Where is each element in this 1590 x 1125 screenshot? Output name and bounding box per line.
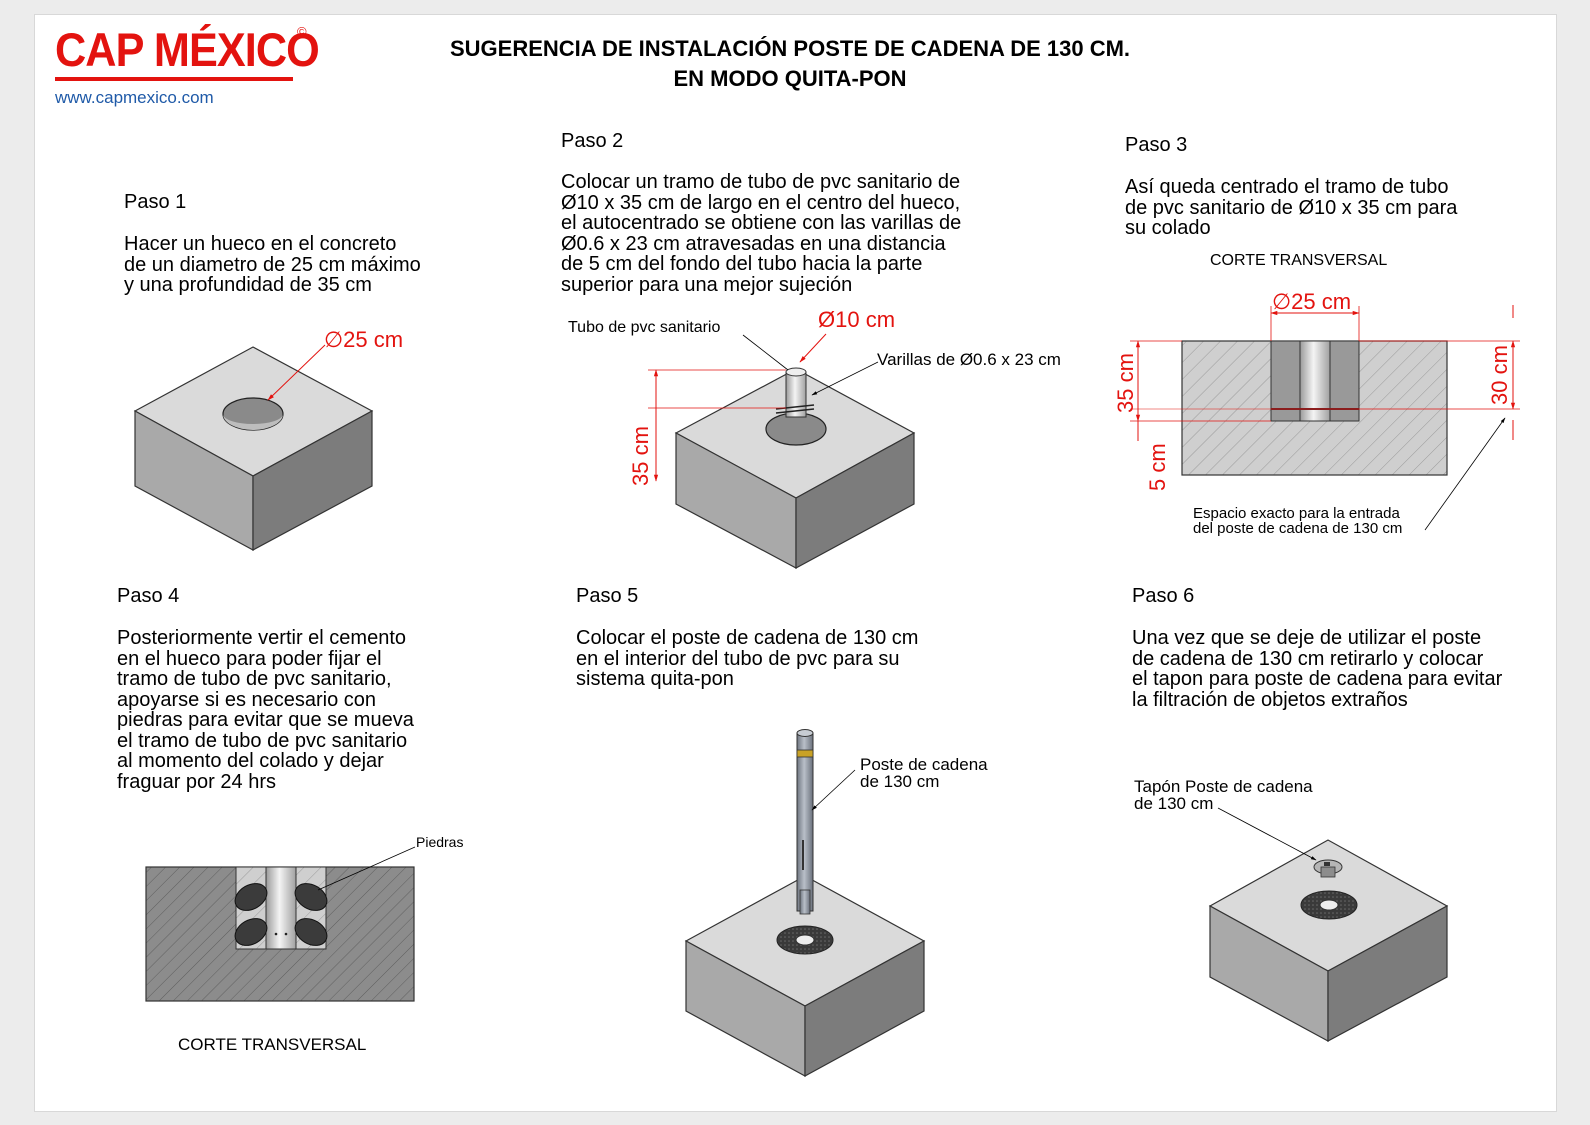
step1-text: Hacer un hueco en el concreto de un diam… [124, 233, 421, 296]
step3-diameter-label: ∅25 cm [1272, 289, 1352, 314]
step1-concrete-block [133, 344, 374, 552]
step4-cross-section [145, 846, 416, 1002]
step6-heading: Paso 6 [1132, 585, 1195, 607]
step5-text: Colocar el poste de cadena de 130 cm en … [576, 627, 919, 690]
brand-url: www.capmexico.com [55, 88, 214, 107]
diameter-icon: ∅ [1272, 289, 1292, 314]
step2-concrete-block [648, 333, 916, 570]
step6-cap-label: Tapón Poste de cadena de 130 cm [1134, 777, 1313, 813]
step1-diameter-label: ∅25 cm [324, 327, 404, 352]
step2-diameter-label: Ø10 cm [818, 307, 896, 332]
step4-stones-label: Piedras [416, 834, 464, 850]
step2-rods-label: Varillas de Ø0.6 x 23 cm [877, 350, 1061, 369]
step3-note-label: Espacio exacto para la entrada del poste… [1193, 505, 1403, 537]
step5-concrete-block [684, 729, 926, 1078]
step2-text: Colocar un tramo de tubo de pvc sanitari… [561, 171, 962, 296]
step3-cross-section [1130, 305, 1520, 531]
step3-text: Así queda centrado el tramo de tubo de p… [1125, 176, 1458, 239]
step3-section-label: CORTE TRANSVERSAL [1210, 252, 1388, 269]
brand-logo: CAP MÉXICO © www.capmexico.com [55, 23, 342, 107]
logo-underline [55, 77, 293, 81]
step4-text: Posteriormente vertir el cemento en el h… [117, 627, 414, 793]
title-line-2: EN MODO QUITA-PON [673, 66, 907, 91]
step3-bottom-left-label: 5 cm [1145, 443, 1170, 491]
step2-depth-label: 35 cm [628, 426, 653, 486]
diameter-icon: ∅ [324, 327, 344, 352]
step2-tube-label: Tubo de pvc sanitario [568, 319, 721, 336]
step2-heading: Paso 2 [561, 130, 624, 152]
brand-name: CAP MÉXICO [55, 23, 320, 76]
title-line-1: SUGERENCIA DE INSTALACIÓN POSTE DE CADEN… [449, 36, 1131, 61]
step3-depth-left-label: 35 cm [1113, 353, 1138, 413]
step3-depth-right-label: 30 cm [1487, 345, 1512, 405]
step4-section-label: CORTE TRANSVERSAL [178, 1035, 367, 1054]
copyright-mark: © [297, 24, 307, 39]
step4-heading: Paso 4 [117, 585, 180, 607]
step5-heading: Paso 5 [576, 585, 639, 607]
page-title: SUGERENCIA DE INSTALACIÓN POSTE DE CADEN… [360, 34, 1220, 94]
step1-heading: Paso 1 [124, 191, 187, 213]
step3-heading: Paso 3 [1125, 134, 1188, 156]
step6-text: Una vez que se deje de utilizar el poste… [1132, 627, 1503, 711]
step5-post-label: Poste de cadena de 130 cm [860, 755, 988, 791]
step6-concrete-block [1208, 807, 1449, 1043]
